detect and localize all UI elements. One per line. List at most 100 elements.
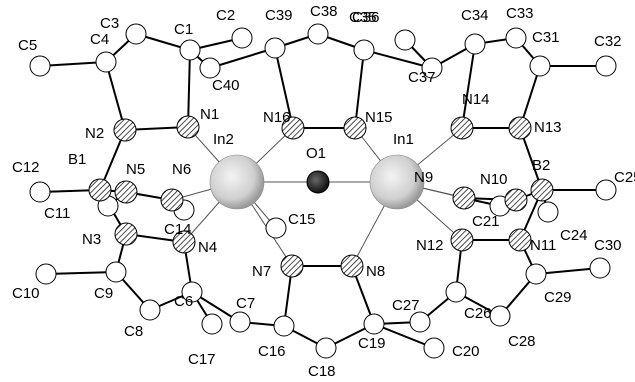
bond-c39-n16 [274,47,294,129]
atom-c26 [445,281,467,303]
atom-label-n8: N8 [366,263,385,280]
atom-c25 [595,179,617,201]
atom-n12 [450,228,474,252]
atom-n10 [504,188,528,212]
atom-c30 [589,257,611,279]
atom-c28 [489,305,511,327]
atom-c17 [201,313,223,335]
atom-n6 [160,188,184,212]
atom-label-b2: B2 [532,157,550,174]
atom-c20 [423,337,445,359]
atom-c31 [529,55,551,77]
atom-label-n7: N7 [252,263,271,280]
bond-c29-c30 [535,267,601,275]
atom-label-c37: C37 [408,69,436,86]
atom-label-c2: C2 [216,7,235,24]
atom-label-n2: N2 [85,125,104,142]
atom-n16 [281,116,305,140]
atom-b1 [88,178,112,202]
atom-label-n11: N11 [530,237,556,254]
atom-label-c38: C38 [310,3,338,20]
atom-c3 [125,23,147,45]
atom-label-c27: C27 [392,297,420,314]
atom-n8 [340,254,364,278]
atom-label-c3: C3 [100,15,119,32]
atom-label-n16: N16 [263,109,291,126]
atom-label-n5: N5 [126,161,145,178]
bond-c4-n2 [105,61,126,131]
atom-c9 [105,261,127,283]
atom-c33 [505,27,527,49]
atom-in1 [369,154,425,210]
bond-c9-c10 [45,271,117,275]
atom-c32 [595,55,617,77]
atom-label-c21: C21 [472,213,500,230]
atom-label-n4: N4 [198,239,217,256]
atom-label-c28: C28 [508,333,536,350]
atom-label-c35: C35 [349,9,377,26]
atom-label-c9: C9 [94,285,113,302]
atom-label-c4: C4 [90,31,109,48]
atom-c10 [35,263,57,285]
atom-label-c15: C15 [288,211,316,228]
atom-c24 [537,201,559,223]
bond-c36-c37 [363,49,433,69]
atom-c15 [265,217,287,239]
atom-n4 [172,230,196,254]
atom-o1 [306,170,330,194]
atom-n7 [280,254,304,278]
atom-label-c12: C12 [12,159,40,176]
atom-label-n1: N1 [200,106,219,123]
atom-label-c33: C33 [506,5,534,22]
atom-n11 [508,228,532,252]
atom-c2 [231,27,253,49]
atom-n5 [114,180,138,204]
atom-c6 [181,281,203,303]
atom-c4 [95,51,117,73]
atom-c36 [353,39,375,61]
atom-n13 [508,116,532,140]
atom-label-c7: C7 [236,295,255,312]
atom-label-in1: In1 [393,131,414,148]
atom-c5 [29,55,51,77]
atom-c12 [29,181,51,203]
atom-label-c30: C30 [594,237,622,254]
atom-label-c40: C40 [212,77,240,94]
atom-c38 [307,23,329,45]
bond-c5-c4 [39,61,107,67]
atom-c1 [179,39,201,61]
atom-c40 [199,57,221,79]
atom-label-c5: C5 [18,37,37,54]
atom-c29 [525,263,547,285]
atom-label-o1: O1 [306,145,326,162]
atom-label-c11: C11 [44,205,70,222]
atom-label-n12: N12 [416,237,444,254]
atom-c8 [139,299,161,321]
atom-label-n10: N10 [480,171,508,188]
atom-in2 [209,154,265,210]
atom-n9 [452,186,476,210]
atom-label-c25: C25 [614,169,635,186]
atom-label-c16: C16 [258,343,286,360]
bond-c36-n15 [354,49,365,129]
atom-c7 [229,311,251,333]
atom-label-c20: C20 [452,343,480,360]
atom-n3 [114,222,138,246]
atom-label-in2: In2 [213,131,234,148]
atom-label-n9: N9 [414,169,433,186]
atom-label-c31: C31 [532,29,560,46]
atom-label-c26: C26 [464,305,492,322]
atom-b2 [530,178,554,202]
atom-label-c36: C36 [352,9,380,26]
atom-label-n14: N14 [462,91,490,108]
atom-label-c6: C6 [174,293,193,310]
atom-c39 [264,37,286,59]
atom-label-c39: C39 [265,7,293,24]
bond-c34-n14 [461,43,476,129]
atom-c27 [409,311,431,333]
atom-c34 [464,33,486,55]
atom-label-c1: C1 [174,21,193,38]
atom-label-c8: C8 [124,323,143,340]
atom-c19 [363,313,385,335]
